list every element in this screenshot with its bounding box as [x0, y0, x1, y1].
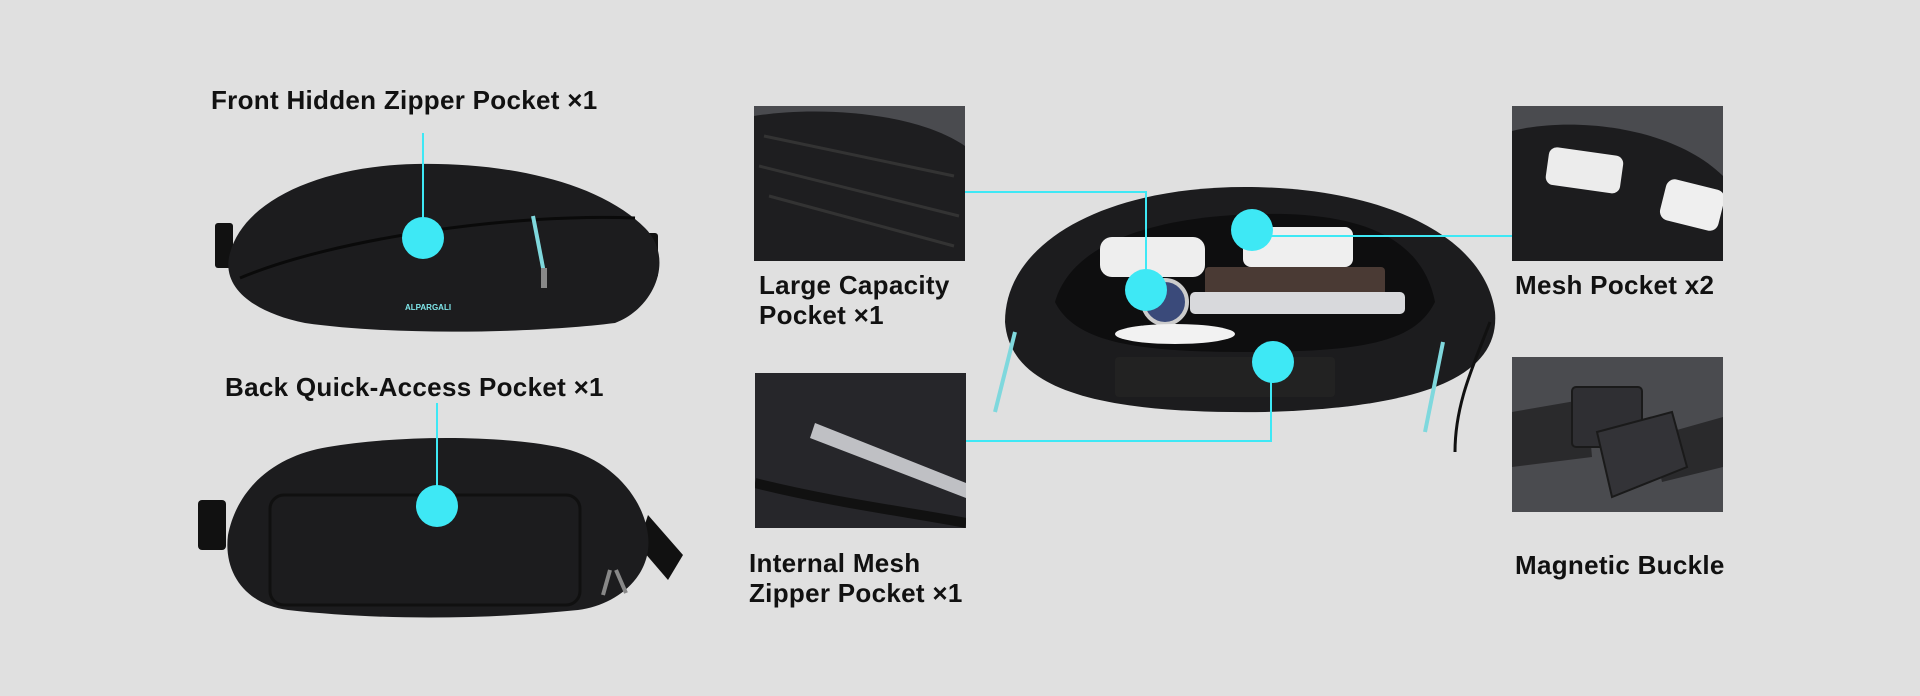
magnetic-buckle-photo: [1512, 357, 1723, 512]
front-hidden-zipper-pocket-label: Front Hidden Zipper Pocket ×1: [211, 85, 598, 115]
mesh-pocket-connector: [1252, 235, 1512, 237]
back-hotspot[interactable]: [416, 485, 458, 527]
back-callout-line: [436, 403, 438, 501]
mesh-pocket-photo: [1512, 106, 1723, 261]
back-quick-access-pocket-label: Back Quick-Access Pocket ×1: [225, 372, 604, 402]
magnetic-buckle-label: Magnetic Buckle: [1515, 550, 1725, 580]
internal-mesh-pocket-photo: [755, 373, 966, 528]
front-callout-line: [422, 133, 424, 233]
mesh-pocket-hotspot[interactable]: [1231, 209, 1273, 251]
mesh-pocket-label: Mesh Pocket x2: [1515, 270, 1715, 300]
internal-mesh-connector-v: [1270, 362, 1272, 442]
large-capacity-connector-v: [1145, 191, 1147, 286]
internal-mesh-zipper-pocket-label: Internal Mesh Zipper Pocket ×1: [749, 548, 963, 608]
large-capacity-connector-h: [965, 191, 1147, 193]
large-capacity-pocket-photo: [754, 106, 965, 261]
front-hotspot[interactable]: [402, 217, 444, 259]
brand-logo: ALPARGALI: [405, 303, 451, 312]
open-bag-image: [993, 187, 1496, 453]
internal-mesh-connector-h: [966, 440, 1272, 442]
large-capacity-hotspot[interactable]: [1125, 269, 1167, 311]
internal-mesh-hotspot[interactable]: [1252, 341, 1294, 383]
large-capacity-pocket-label: Large Capacity Pocket ×1: [759, 270, 950, 330]
back-bag-image: [198, 438, 683, 618]
front-bag-image: ALPARGALI: [215, 163, 660, 332]
